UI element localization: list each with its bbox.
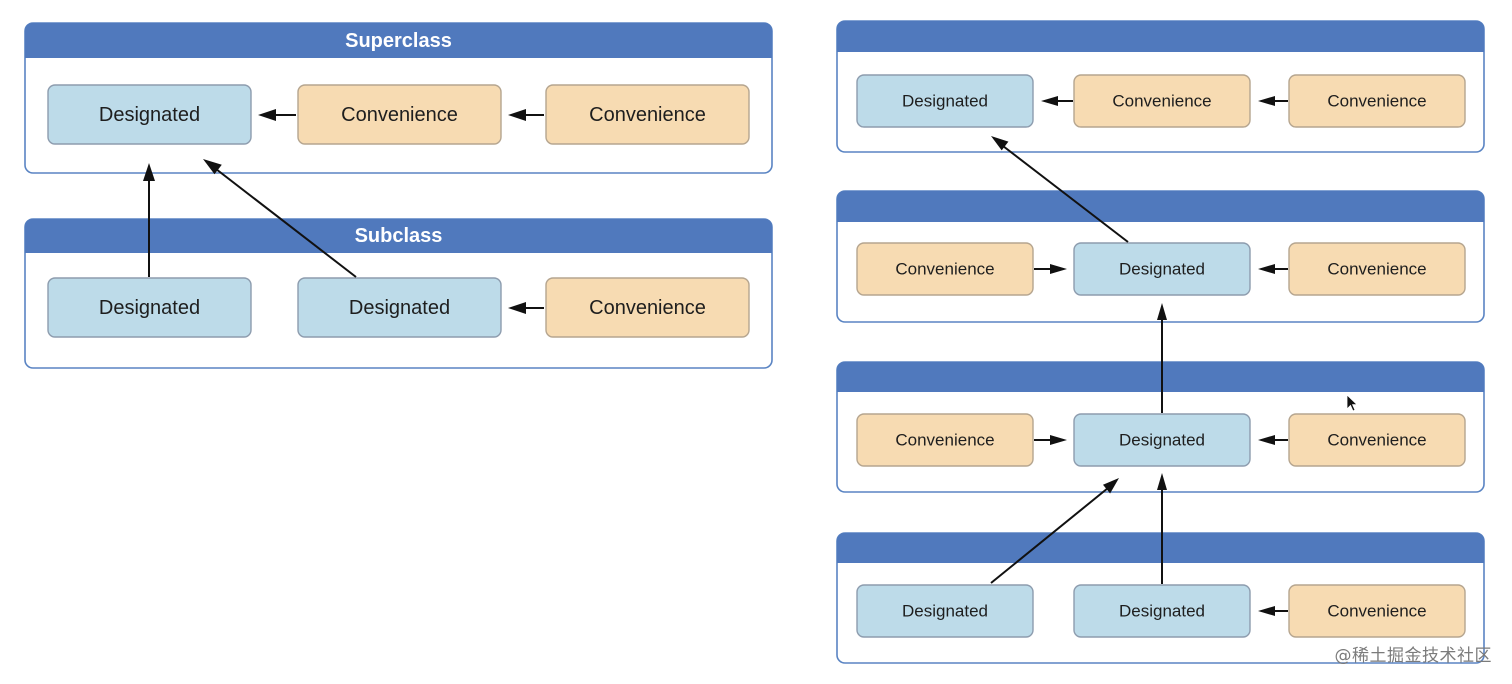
arrowhead [143, 163, 155, 181]
superclass-convenience-label-2: Convenience [589, 104, 706, 126]
arrowhead [1157, 473, 1167, 490]
right-l1-label-2: Convenience [1112, 92, 1211, 111]
right-l3-node-1 [856, 413, 1034, 467]
arrowhead [1258, 435, 1275, 445]
superclass-designated-label: Designated [99, 104, 200, 126]
right-l3-node-2 [1073, 413, 1251, 467]
right-panel-level-1: Designated Convenience Convenience [836, 20, 1485, 153]
arrowhead [1258, 606, 1275, 616]
right-panel-header-2 [837, 191, 1484, 222]
superclass-convenience-label-1: Convenience [341, 104, 458, 126]
right-l2-label-3: Convenience [1327, 260, 1426, 279]
right-l2-node-3 [1288, 242, 1466, 296]
right-panel-header-1 [837, 21, 1484, 52]
superclass-panel-header [25, 23, 772, 58]
right-l3-node-3 [1288, 413, 1466, 467]
superclass-panel: Superclass Designated Convenience Conven… [24, 22, 773, 174]
right-l3-label-2: Designated [1119, 431, 1205, 450]
subclass-designated-node-2 [297, 277, 502, 338]
arrowhead [991, 136, 1009, 151]
right-l4-node-2 [1073, 584, 1251, 638]
right-l4-node-3 [1288, 584, 1466, 638]
subclass-convenience-label: Convenience [589, 297, 706, 319]
arrowhead [508, 109, 526, 121]
left-arrows [143, 109, 544, 314]
subclass-designated-node-1 [47, 277, 252, 338]
subclass-convenience-node [545, 277, 750, 338]
arrowhead [1050, 264, 1067, 274]
arrow-sub-designated2-diagonal [215, 168, 357, 278]
right-l4-label-1: Designated [902, 602, 988, 621]
right-l3-label-3: Convenience [1327, 431, 1426, 450]
subclass-title: Subclass [355, 225, 443, 247]
right-l2-node-1 [856, 242, 1034, 296]
superclass-convenience-node-1 [297, 84, 502, 145]
arrowhead [203, 159, 222, 175]
subclass-designated-label-1: Designated [99, 297, 200, 319]
right-l1-label-3: Convenience [1327, 92, 1426, 111]
right-l1-node-3 [1288, 74, 1466, 128]
arrowhead [1157, 303, 1167, 320]
right-arrows [990, 96, 1288, 616]
watermark: @稀土掘金技术社区 [1334, 646, 1492, 666]
arrowhead [1050, 435, 1067, 445]
right-panel-level-3: Convenience Designated Convenience [836, 361, 1485, 493]
superclass-designated-node [47, 84, 252, 145]
right-l1-label-1: Designated [902, 92, 988, 111]
subclass-panel-header [25, 219, 772, 253]
right-panel-level-2: Convenience Designated Convenience [836, 190, 1485, 323]
mouse-cursor-icon [1346, 394, 1358, 412]
arrowhead [258, 109, 276, 121]
right-l2-label-1: Convenience [895, 260, 994, 279]
right-l1-node-2 [1073, 74, 1251, 128]
right-panel-header-3 [837, 362, 1484, 392]
right-l2-label-2: Designated [1119, 260, 1205, 279]
arrow-r2-designated-to-r1-designated [1002, 145, 1129, 243]
superclass-convenience-node-2 [545, 84, 750, 145]
right-l1-node-1 [856, 74, 1034, 128]
arrowhead [508, 302, 526, 314]
right-l4-label-2: Designated [1119, 602, 1205, 621]
right-l4-label-3: Convenience [1327, 602, 1426, 621]
right-l4-node-1 [856, 584, 1034, 638]
arrowhead [1103, 478, 1119, 494]
arrowhead [1041, 96, 1058, 106]
right-l3-label-1: Convenience [895, 431, 994, 450]
arrow-r4-designated1-to-r3-designated [990, 487, 1109, 584]
superclass-title: Superclass [345, 30, 452, 52]
arrowhead [1258, 264, 1275, 274]
subclass-designated-label-2: Designated [349, 297, 450, 319]
right-panel-level-4: Designated Designated Convenience [836, 532, 1485, 664]
subclass-panel: Subclass Designated Designated Convenien… [24, 218, 773, 369]
right-l2-node-2 [1073, 242, 1251, 296]
arrowhead [1258, 96, 1275, 106]
right-panel-header-4 [837, 533, 1484, 563]
